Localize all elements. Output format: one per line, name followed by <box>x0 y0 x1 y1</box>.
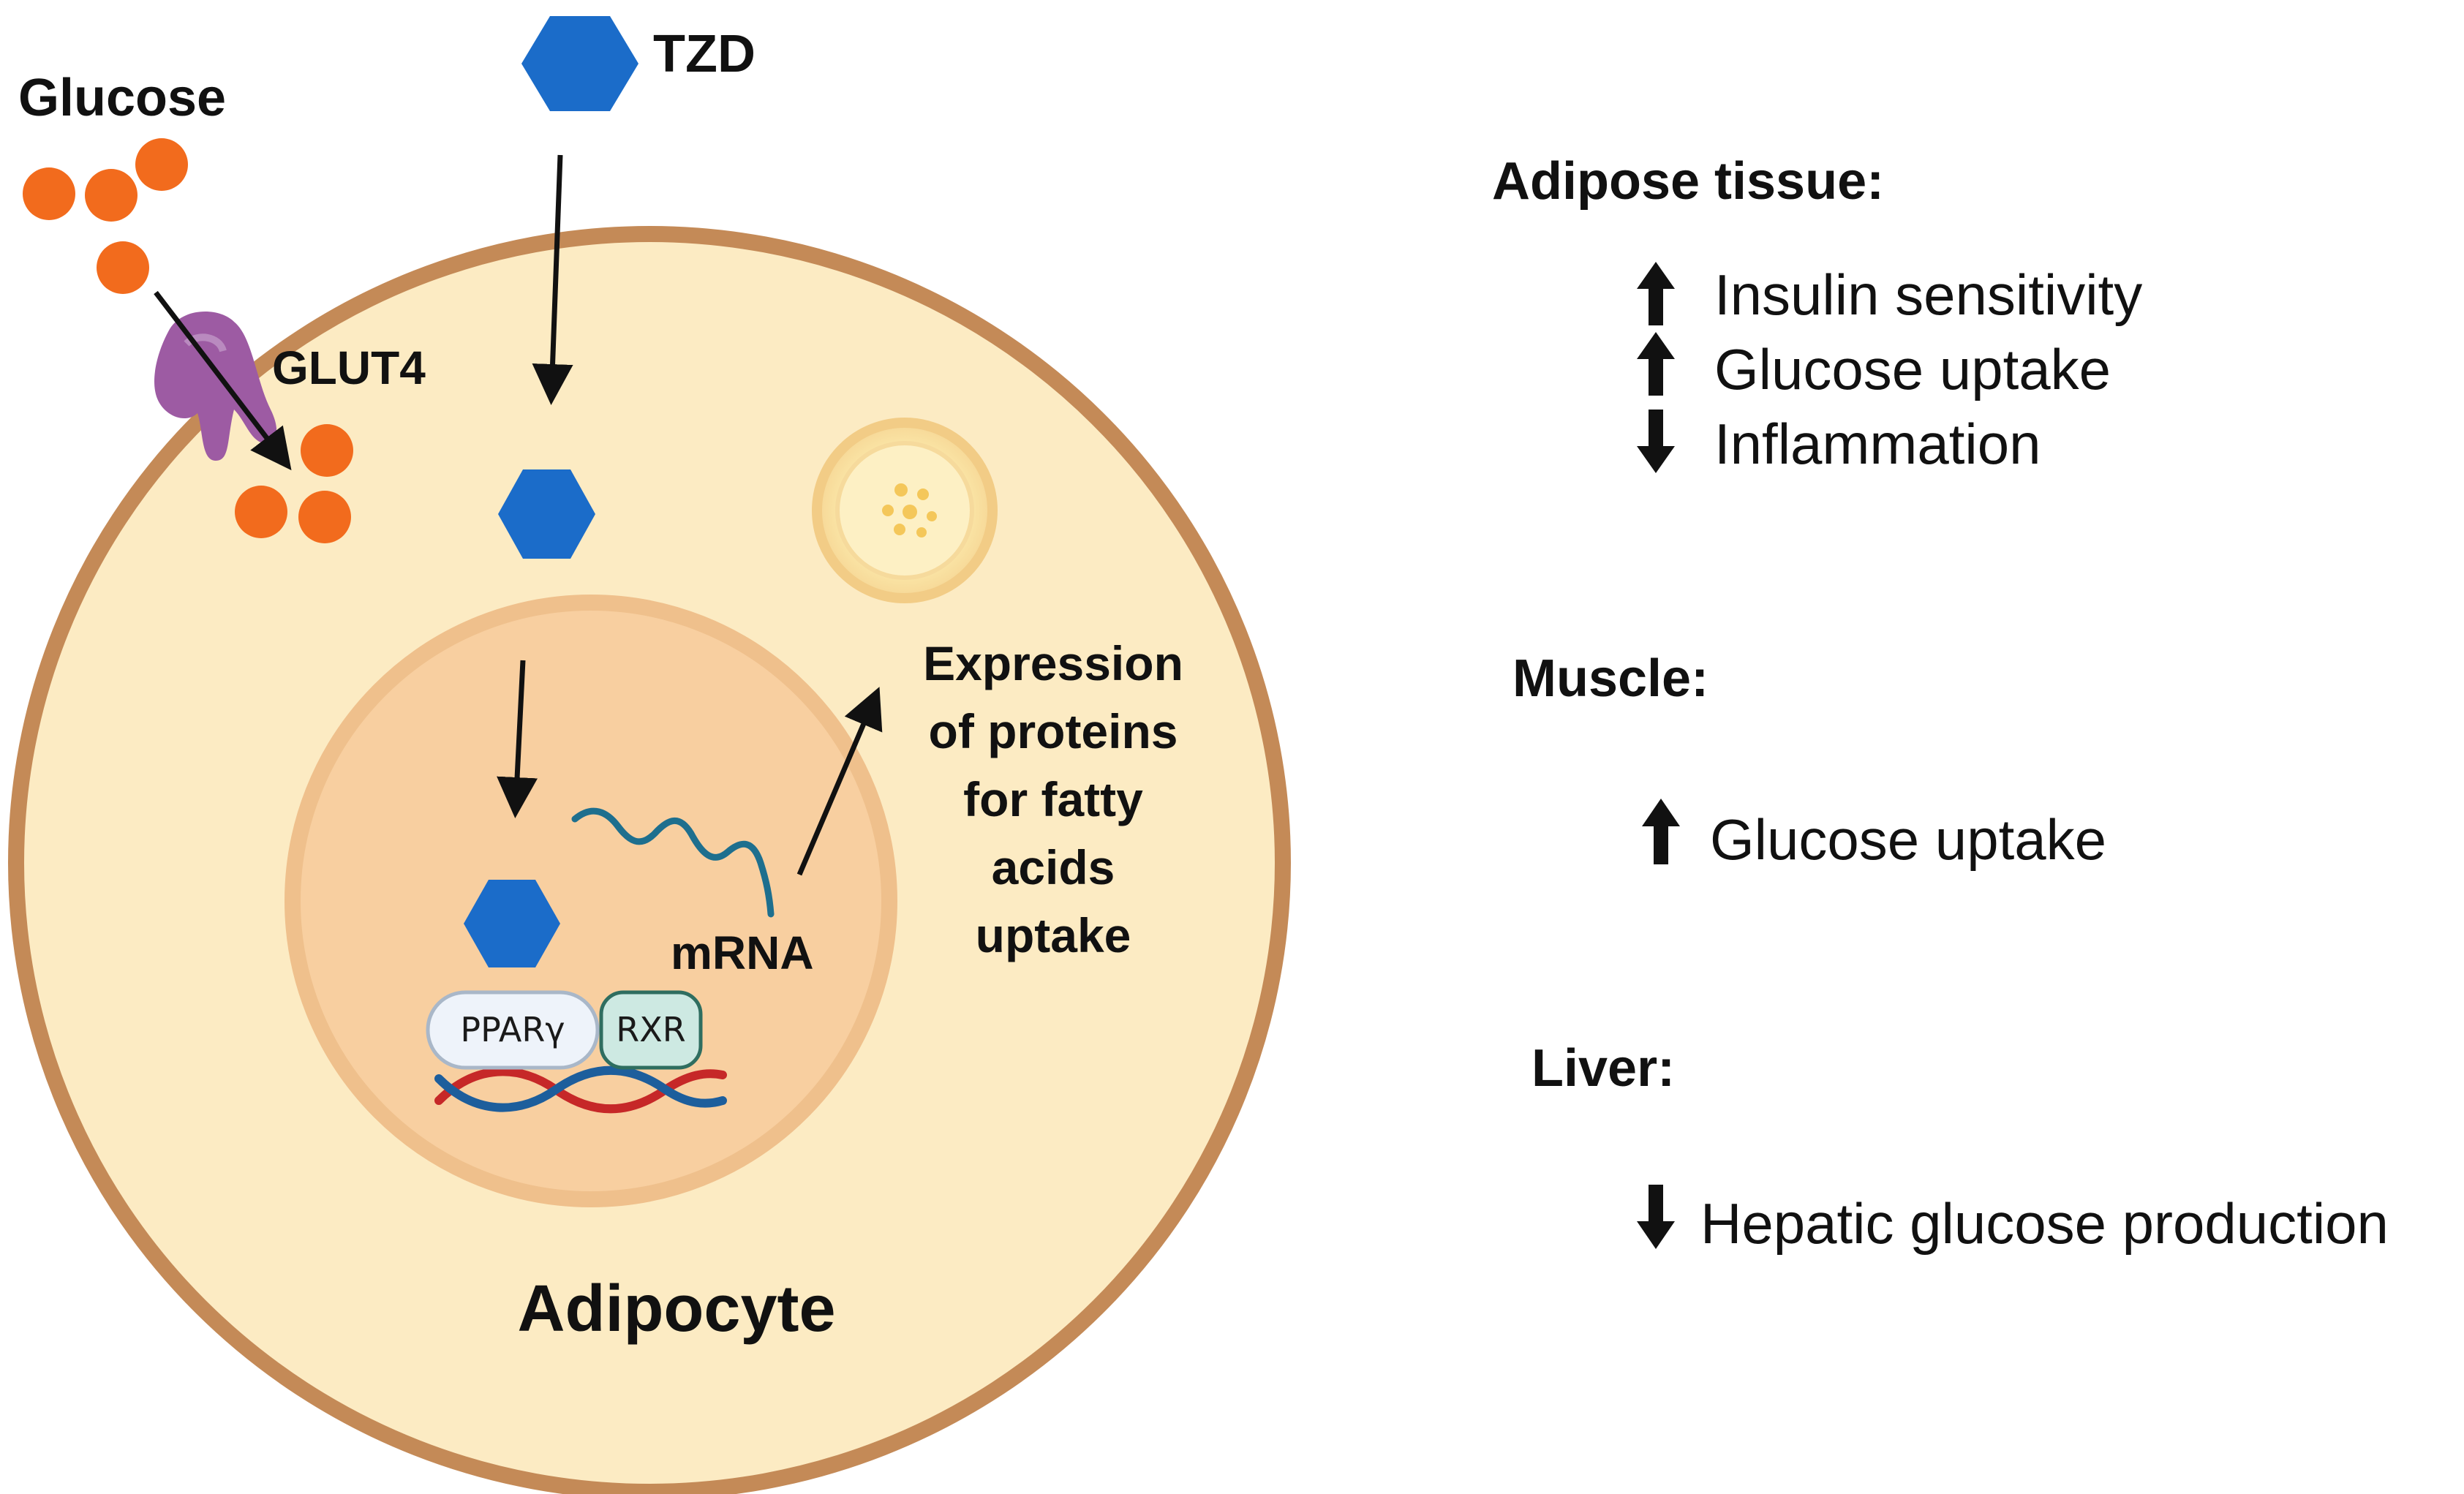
tzd-molecule <box>521 16 638 111</box>
expression-line-1: Expression <box>923 636 1183 690</box>
expression-line-5: uptake <box>976 908 1131 962</box>
glucose-molecule <box>235 486 287 538</box>
arrow-up-icon <box>1642 799 1680 864</box>
ppar-gamma-box <box>426 990 600 1070</box>
tzd-molecule <box>464 880 560 967</box>
glucose-entry-arrow <box>154 290 292 471</box>
muscle-heading: Muscle: <box>1512 649 1708 708</box>
mrna-strand <box>571 807 775 918</box>
expression-line-2: of proteins <box>929 704 1178 758</box>
rxr-label: RXR <box>616 1010 685 1049</box>
arrow-up-icon <box>1637 332 1675 396</box>
expression-line-3: for fatty <box>963 772 1143 826</box>
ppar-gamma-label: PPARγ <box>460 1010 565 1049</box>
muscle-effect-glucose-uptake: Glucose uptake <box>1710 807 2106 872</box>
glucose-molecule <box>301 424 353 477</box>
glucose-molecule <box>97 241 149 294</box>
adipose-effect-inflammation: Inflammation <box>1714 412 2041 476</box>
tzd-label: TZD <box>653 25 756 83</box>
glut4-label: GLUT4 <box>272 342 426 394</box>
adipose-effect-glucose-uptake: Glucose uptake <box>1714 337 2111 401</box>
tzd-entry-arrow <box>532 154 573 405</box>
adipocyte-label: Adipocyte <box>517 1272 835 1346</box>
liver-heading: Liver: <box>1531 1039 1675 1098</box>
expression-arrow <box>796 687 883 876</box>
rxr-box <box>599 990 703 1070</box>
glucose-label: Glucose <box>18 69 226 127</box>
glucose-molecule <box>298 491 351 543</box>
mrna-label: mRNA <box>671 927 814 979</box>
dna-helix <box>434 1065 727 1114</box>
adipose-tissue-heading: Adipose tissue: <box>1492 152 1884 211</box>
glucose-molecule <box>135 138 188 191</box>
arrow-up-icon <box>1637 262 1675 325</box>
expression-line-4: acids <box>992 840 1115 894</box>
effects-panel: Adipose tissue: Insulin sensitivity Gluc… <box>1492 152 2389 1256</box>
lipid-droplet <box>812 418 998 603</box>
arrow-down-icon <box>1637 410 1675 473</box>
liver-effect-hepatic-glucose-production: Hepatic glucose production <box>1700 1191 2389 1256</box>
glucose-molecule <box>85 169 137 222</box>
tzd-nuclear-arrow <box>497 660 538 818</box>
tzd-molecule <box>498 469 595 559</box>
arrow-down-icon <box>1637 1185 1675 1249</box>
glucose-molecule <box>23 167 75 220</box>
adipose-effect-insulin-sensitivity: Insulin sensitivity <box>1714 263 2142 327</box>
